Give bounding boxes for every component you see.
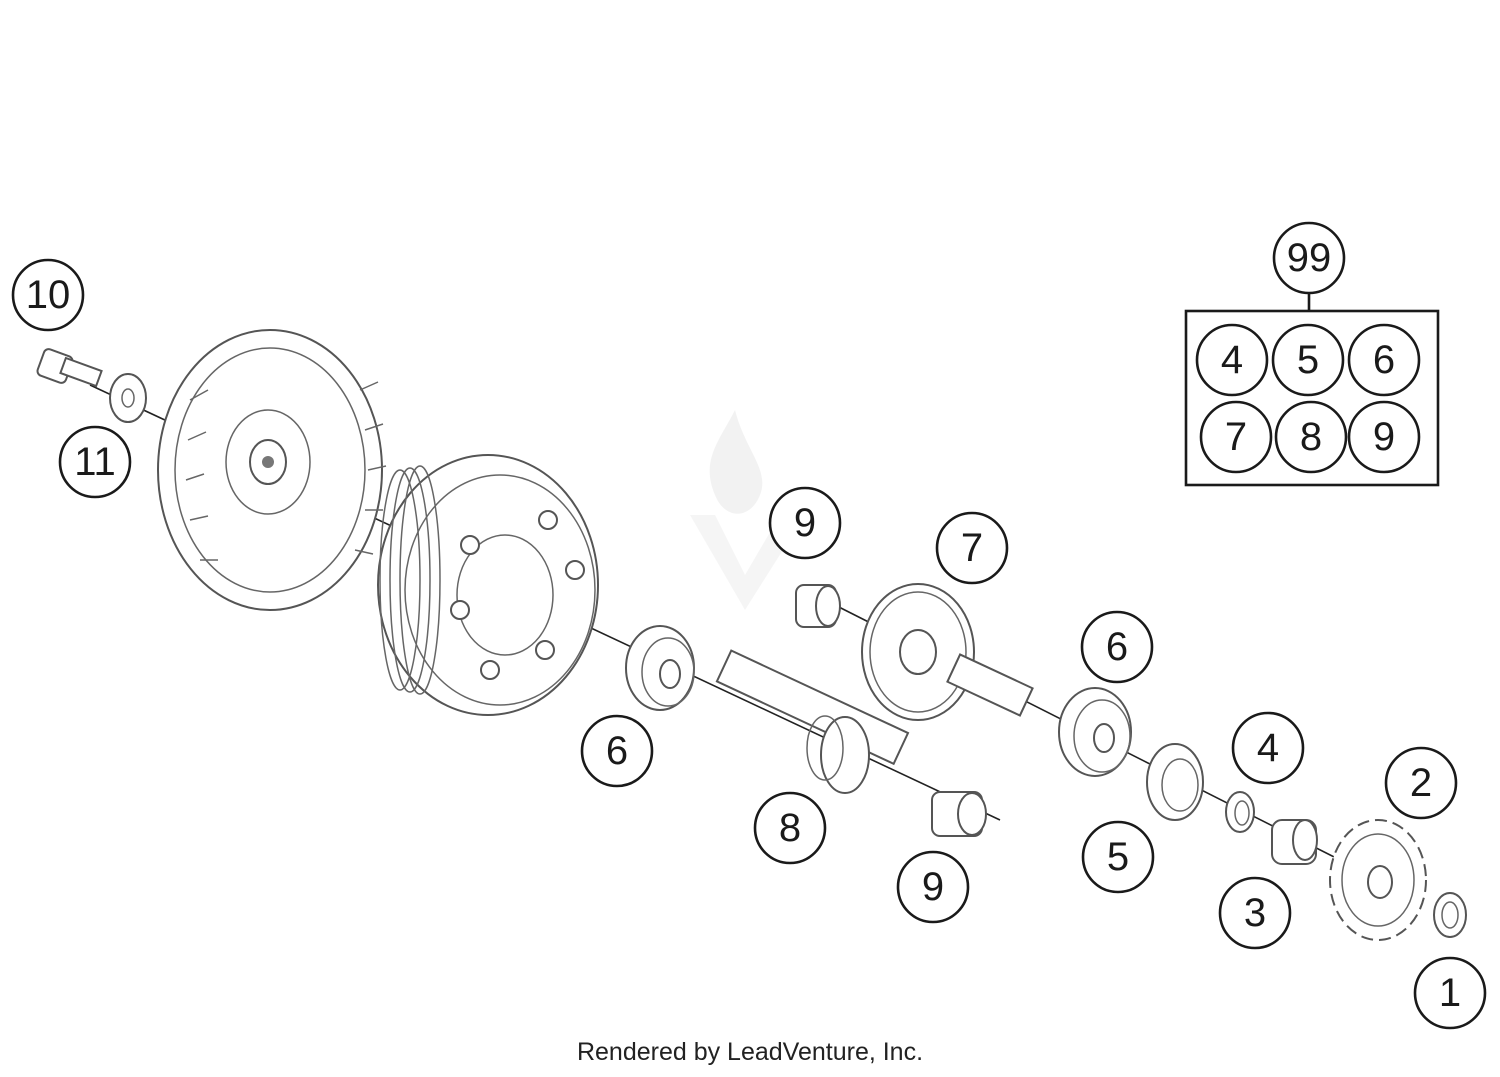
kit-item-5: 5 <box>1271 323 1345 397</box>
kit-item-7: 7 <box>1199 400 1273 474</box>
svg-text:4: 4 <box>1257 726 1279 770</box>
callout-9-top: 9 <box>768 486 842 560</box>
callout-3: 3 <box>1218 876 1292 950</box>
callout-10: 10 <box>11 258 85 332</box>
part-circlip-1 <box>1433 892 1467 938</box>
part-spacer-3 <box>1271 819 1318 865</box>
part-clutch-basket <box>157 329 387 611</box>
svg-text:9: 9 <box>794 501 816 545</box>
svg-text:6: 6 <box>1106 625 1128 669</box>
svg-text:3: 3 <box>1244 891 1266 935</box>
svg-text:7: 7 <box>961 526 983 570</box>
part-sprocket-2 <box>1329 819 1427 941</box>
kit-item-6: 6 <box>1347 323 1421 397</box>
svg-text:6: 6 <box>606 729 628 773</box>
callout-11: 11 <box>58 425 132 499</box>
part-bearing-6-right <box>1058 687 1132 777</box>
callout-2: 2 <box>1384 746 1458 820</box>
svg-text:5: 5 <box>1297 338 1319 382</box>
callout-7: 7 <box>935 511 1009 585</box>
callout-1: 1 <box>1413 956 1487 1030</box>
kit-item-4: 4 <box>1195 323 1269 397</box>
part-gear-7 <box>861 583 1034 721</box>
part-washer-11 <box>109 373 147 423</box>
svg-text:1: 1 <box>1439 971 1461 1015</box>
part-oring-4 <box>1225 791 1255 833</box>
svg-text:8: 8 <box>779 806 801 850</box>
svg-text:9: 9 <box>1373 415 1395 459</box>
svg-text:99: 99 <box>1287 236 1332 280</box>
kit-item-8: 8 <box>1274 400 1348 474</box>
render-credit-footer: Rendered by LeadVenture, Inc. <box>576 1038 924 1066</box>
callout-9-bottom: 9 <box>896 850 970 924</box>
kit-99-group: 99 4 5 6 7 8 9 <box>1184 221 1440 487</box>
part-bolt-10 <box>36 348 103 388</box>
kit-item-9: 9 <box>1347 400 1421 474</box>
callout-4: 4 <box>1231 711 1305 785</box>
svg-text:5: 5 <box>1107 835 1129 879</box>
svg-text:11: 11 <box>74 440 116 484</box>
part-shaft-8 <box>715 649 910 794</box>
svg-text:10: 10 <box>26 273 71 317</box>
part-bushing-9-bottom <box>931 791 987 837</box>
callout-5: 5 <box>1081 820 1155 894</box>
part-clutch-pack <box>377 454 599 716</box>
callout-6-left: 6 <box>580 714 654 788</box>
part-bushing-9-top <box>795 584 841 628</box>
part-bearing-6-left <box>625 625 695 711</box>
svg-text:9: 9 <box>922 865 944 909</box>
svg-text:6: 6 <box>1373 338 1395 382</box>
svg-text:2: 2 <box>1410 761 1432 805</box>
callout-8: 8 <box>753 791 827 865</box>
svg-text:7: 7 <box>1225 415 1247 459</box>
part-seal-5 <box>1146 743 1204 821</box>
callout-99: 99 <box>1272 221 1346 295</box>
svg-text:4: 4 <box>1221 338 1243 382</box>
callout-6-right: 6 <box>1080 610 1154 684</box>
svg-text:8: 8 <box>1300 415 1322 459</box>
